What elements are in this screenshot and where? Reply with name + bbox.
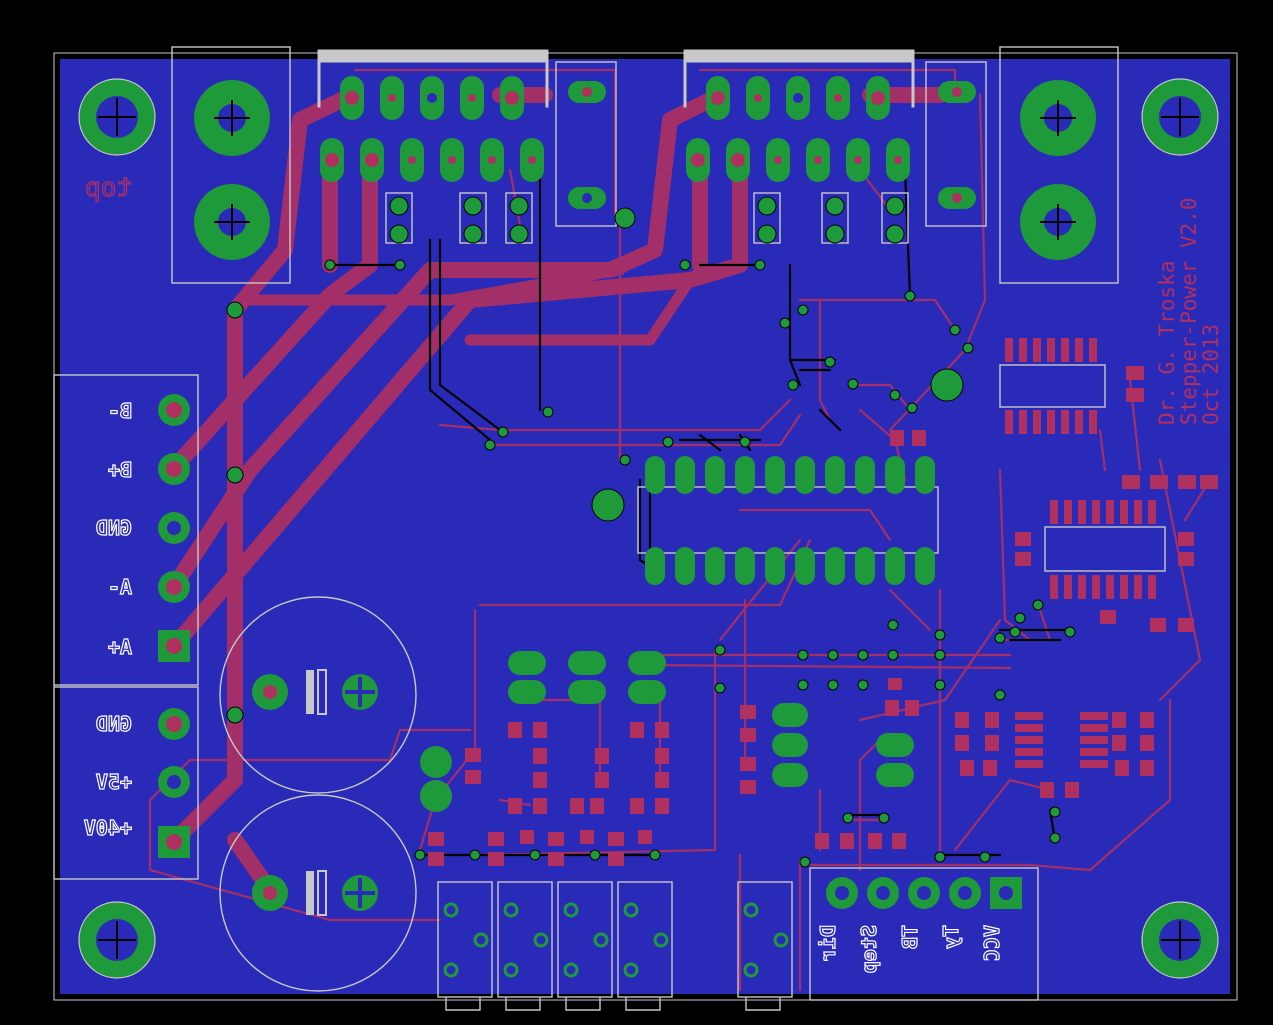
power-pin-label-40v: +40V [84,816,132,840]
motor-connector-labels: B- B+ GND A- A+ [95,398,132,659]
header-shrouds [317,49,915,108]
mounting-holes [78,78,1219,979]
power-pin-label-5v: +5V [96,770,132,794]
motor-pin-label-a-minus: A- [108,575,132,599]
capacitors [252,669,378,916]
motor-connector-pads [158,394,190,662]
board-side-label: top [85,173,132,203]
credit-line-3: Oct 2013 [1199,324,1223,425]
credit-line-2: Stepper-Power V2.0 [1177,197,1201,425]
dip-ic-pads [645,456,935,585]
motor-pin-label-b-minus: B- [108,399,132,423]
power-pin-label-gnd: GND [96,712,132,736]
control-pin-label-dir: Dir [816,925,840,961]
motor-pin-label-gnd: GND [96,516,132,540]
credit-line-1: Dr. G. Troska [1155,261,1179,425]
silkscreen [53,46,1166,1001]
motor-pin-label-a-plus: A+ [108,635,132,659]
control-pin-label-ty: Ty [939,925,963,949]
led-pads [443,902,789,978]
control-pin-label-tb: TB [898,925,922,949]
smd-ic-pads [428,338,1218,866]
power-connector-pads [158,708,190,858]
control-connector-labels: Dir Step TB Ty VCC [815,924,1004,973]
th-pad-groups [420,651,914,812]
silkscreen-text: Dr. G. Troska Stepper-Power V2.0 Oct 201… [84,172,1223,425]
led-tabs [445,997,781,1011]
control-pin-label-vcc: VCC [980,925,1004,961]
pad-drills [325,87,962,203]
heatsink-pads [194,80,1096,260]
vias [226,259,1076,868]
control-pin-label-step: Step [857,925,881,973]
power-connector-labels: GND +5V +40V [83,711,132,840]
diode-pads [389,196,964,522]
motor-pin-label-b-plus: B+ [108,458,132,482]
control-connector-pads [826,877,1022,909]
